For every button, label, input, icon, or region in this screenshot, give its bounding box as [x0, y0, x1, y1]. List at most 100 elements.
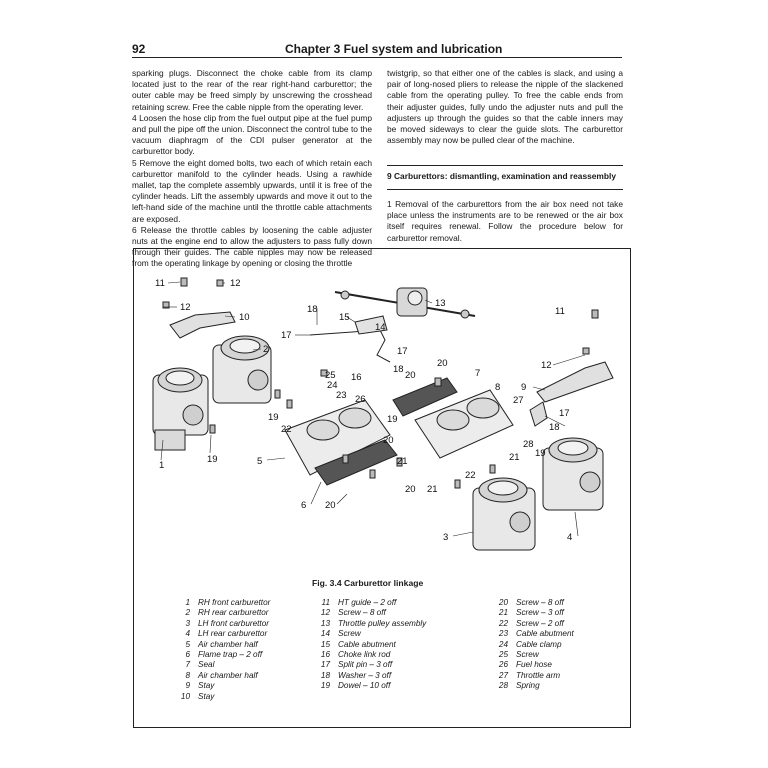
callout: 17: [559, 408, 570, 419]
legend-text: Air chamber half: [198, 639, 258, 649]
legend-text: HT guide – 2 off: [338, 598, 397, 607]
legend-item: 12 Screw – 8 off: [312, 608, 426, 618]
callout: 28: [523, 439, 534, 450]
callout: 11: [155, 278, 165, 289]
callout: 12: [180, 302, 191, 313]
legend-number: 24: [498, 639, 508, 649]
legend-item: 26 Fuel hose: [490, 660, 574, 670]
flame-trap-illustration: [392, 377, 458, 417]
figure-frame: [133, 248, 631, 728]
air-chamber-illustration: [414, 389, 514, 459]
callout: 25: [325, 370, 336, 381]
legend-number: 27: [498, 670, 508, 680]
callout: 18: [393, 364, 404, 375]
callout: 19: [535, 448, 546, 459]
legend-text: Air chamber half: [198, 670, 258, 680]
callout: 15: [339, 312, 350, 323]
leader-lines: [160, 281, 586, 537]
legend-number: 22: [498, 618, 508, 628]
air-chamber-illustration: [284, 399, 391, 476]
legend-text: Stay: [198, 681, 215, 691]
callout: 20: [405, 484, 416, 495]
callout: 12: [541, 360, 552, 371]
fasteners: [162, 277, 599, 489]
legend-number: 6: [185, 650, 190, 660]
cable-abutment-illustration: [354, 315, 388, 335]
paragraph: sparking plugs. Disconnect the choke cab…: [132, 68, 372, 112]
left-text-column: sparking plugs. Disconnect the choke cab…: [132, 68, 372, 270]
legend-number: 18: [320, 670, 330, 680]
legend-number: 8: [185, 670, 190, 680]
legend-number: 7: [185, 660, 190, 670]
callout: 5: [257, 456, 262, 467]
legend-number: 21: [498, 608, 508, 618]
right-text-column: twistgrip, so that either one of the cab…: [387, 68, 623, 146]
legend-number: 25: [498, 650, 508, 660]
section-rule: [387, 165, 623, 166]
choke-link-rod: [309, 329, 391, 363]
legend-number: 2: [185, 608, 190, 618]
legend-text: Washer – 3 off: [338, 670, 392, 680]
callout: 20: [405, 370, 416, 381]
carburettor-illustration: [212, 335, 272, 404]
legend-text: Fuel hose: [516, 660, 552, 670]
legend-item: 18 Washer – 3 off: [312, 671, 426, 681]
callout: 10: [239, 312, 250, 323]
legend-text: Screw – 2 off: [516, 618, 564, 628]
callout: 4: [567, 532, 572, 543]
callout: 21: [427, 484, 438, 495]
callout: 21: [397, 456, 408, 467]
callout: 18: [549, 422, 560, 433]
legend-text: Cable abutment: [338, 639, 396, 649]
callout: 7: [475, 368, 480, 379]
legend-text: Cable abutment: [516, 629, 574, 639]
legend-number: 17: [320, 660, 330, 670]
stay-illustration: [536, 361, 614, 403]
callout: 16: [351, 372, 362, 383]
callout: 20: [383, 435, 394, 446]
legend-number: 26: [498, 660, 508, 670]
legend-number: 13: [320, 618, 330, 628]
throttle-arm-illustration: [529, 401, 548, 427]
paragraph: 5 Remove the eight domed bolts, two each…: [132, 157, 372, 224]
legend-text: Screw – 8 off: [338, 608, 386, 618]
section-rule: [387, 189, 623, 190]
carburettor-linkage-diagram: 11 12 12 10 2 1 19 19 22 5 6 20 18 17 15…: [152, 277, 614, 551]
callout: 17: [281, 330, 292, 341]
legend-number: 12: [320, 608, 330, 618]
legend-number: 9: [185, 681, 190, 691]
callout: 27: [513, 395, 524, 406]
header-rule: [132, 57, 622, 58]
paragraph: twistgrip, so that either one of the cab…: [387, 68, 623, 146]
callout: 19: [207, 454, 218, 465]
legend-number: 16: [320, 650, 330, 660]
callout: 18: [307, 304, 318, 315]
legend-number: 3: [185, 618, 190, 628]
callout-labels: 11 12 12 10 2 1 19 19 22 5 6 20 18 17 15…: [155, 278, 572, 543]
throttle-pulley-illustration: [334, 287, 476, 319]
stay-illustration: [169, 311, 236, 339]
callout: 13: [435, 298, 446, 309]
paragraph: 1 Removal of the carburettors from the a…: [387, 199, 623, 243]
legend-item: 22 Screw – 2 off: [490, 619, 574, 629]
callout: 20: [325, 500, 336, 511]
callout: 14: [375, 322, 386, 333]
legend-text: LH rear carburettor: [198, 629, 268, 639]
callout: 1: [159, 460, 164, 471]
carburettor-illustration: [542, 437, 604, 511]
legend-text: RH front carburettor: [198, 598, 271, 607]
callout: 21: [509, 452, 520, 463]
